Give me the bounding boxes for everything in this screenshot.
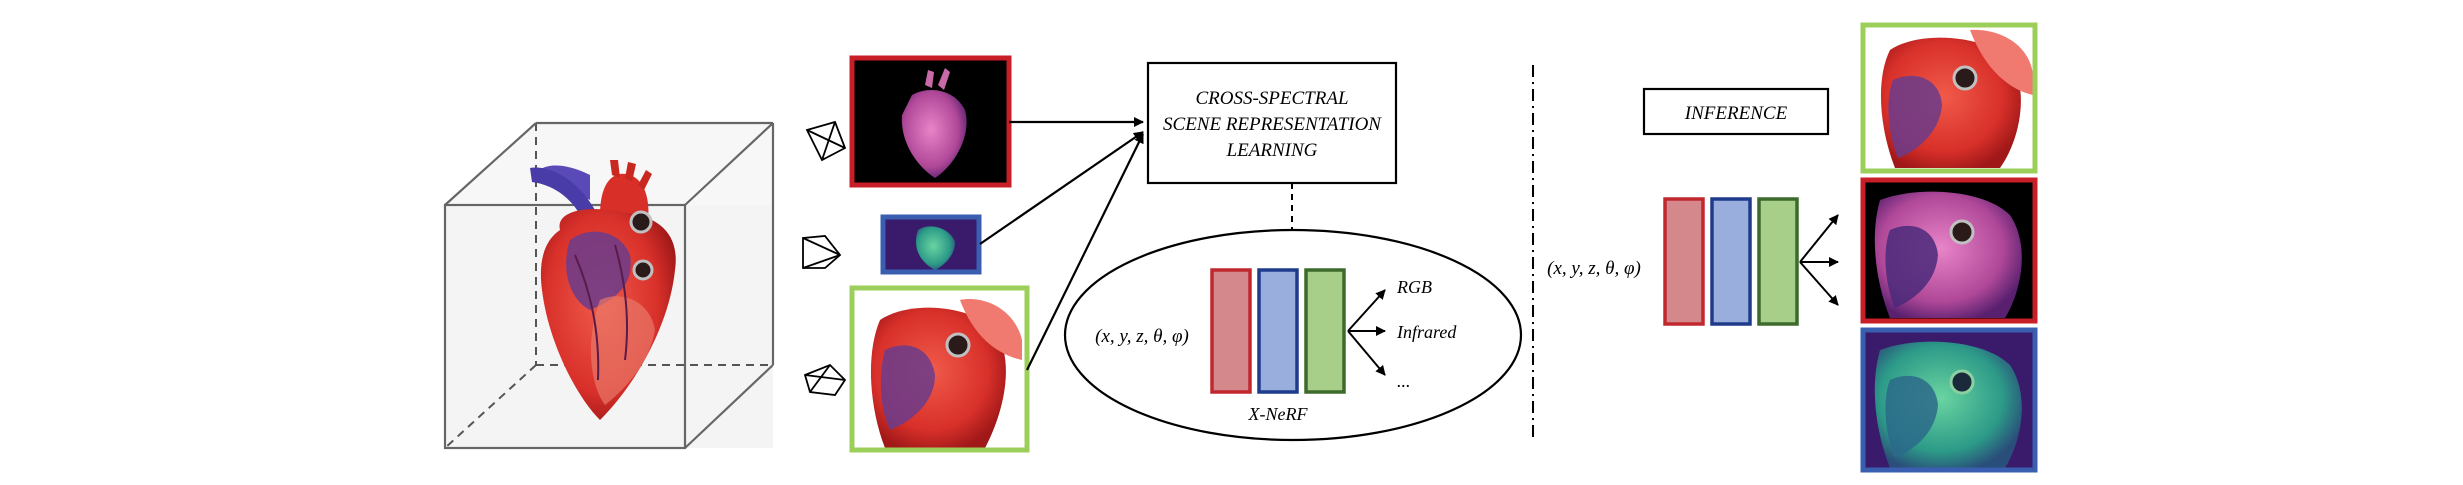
output-infrared-label: Infrared [1396, 322, 1457, 342]
network-layer-blue [1257, 268, 1299, 394]
rendered-infrared-view [1860, 177, 2038, 324]
inference-layer-blue [1710, 197, 1752, 326]
rendered-thermal-view [1860, 327, 2038, 473]
inference-input-label: (x, y, z, θ, φ) [1547, 258, 1641, 279]
camera-icon [803, 363, 847, 396]
inference-box: INFERENCE [1642, 87, 1830, 136]
training-image-lowres [880, 214, 982, 275]
learning-box: CROSS-SPECTRAL SCENE REPRESENTATION LEAR… [1146, 61, 1398, 185]
xnerf-output-arrows [1347, 289, 1386, 376]
inference-output-arrows [1799, 214, 1839, 306]
inference-layer-red [1663, 197, 1705, 326]
camera-icon [805, 120, 847, 162]
learning-title-line1: CROSS-SPECTRAL [1195, 88, 1348, 109]
training-image-rgb [849, 285, 1030, 453]
network-layer-red [1210, 268, 1252, 394]
rendered-rgb-view [1860, 22, 2038, 174]
xnerf-input-label: (x, y, z, θ, φ) [1095, 326, 1189, 347]
inference-layer-green [1757, 197, 1799, 326]
inference-network [1663, 197, 1839, 326]
arrows-to-learning [979, 117, 1144, 371]
camera-icon [802, 235, 842, 269]
training-image-infrared [849, 55, 1012, 188]
network-layer-green [1304, 268, 1346, 394]
output-more-label: ... [1397, 371, 1411, 391]
heart-3d-model [530, 160, 676, 420]
inference-label: INFERENCE [1684, 103, 1788, 124]
learning-title-line2: SCENE REPRESENTATION [1163, 114, 1382, 135]
xnerf-name: X-NeRF [1248, 404, 1309, 424]
xnerf-module: (x, y, z, θ, φ) X-NeRF RGB Infrared ... [1063, 228, 1523, 442]
learning-title-line3: LEARNING [1226, 140, 1318, 161]
output-rgb-label: RGB [1396, 277, 1432, 297]
